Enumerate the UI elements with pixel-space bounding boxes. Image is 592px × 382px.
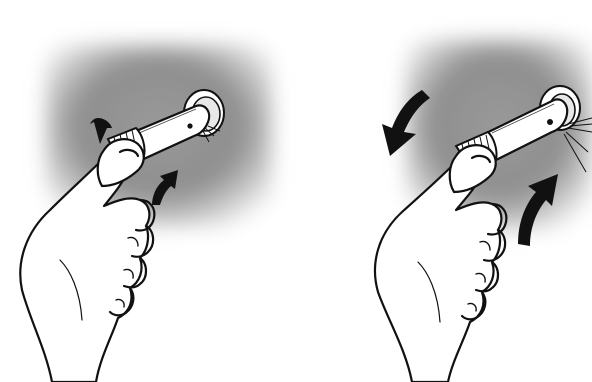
- rotation-arrow-top: [382, 90, 430, 156]
- light-rays: [563, 117, 592, 173]
- step-2-illustration: [374, 40, 592, 382]
- step-1-illustration: [19, 45, 272, 382]
- light-rays: [202, 125, 221, 143]
- step-1-panel: [19, 45, 272, 382]
- rotation-arrow-top: [90, 118, 112, 144]
- rotation-arrow-bottom: [152, 170, 178, 205]
- hand: [374, 144, 508, 382]
- step-2-panel: [296, 0, 592, 382]
- hand: [19, 138, 156, 382]
- rotation-arrow-bottom: [518, 174, 558, 246]
